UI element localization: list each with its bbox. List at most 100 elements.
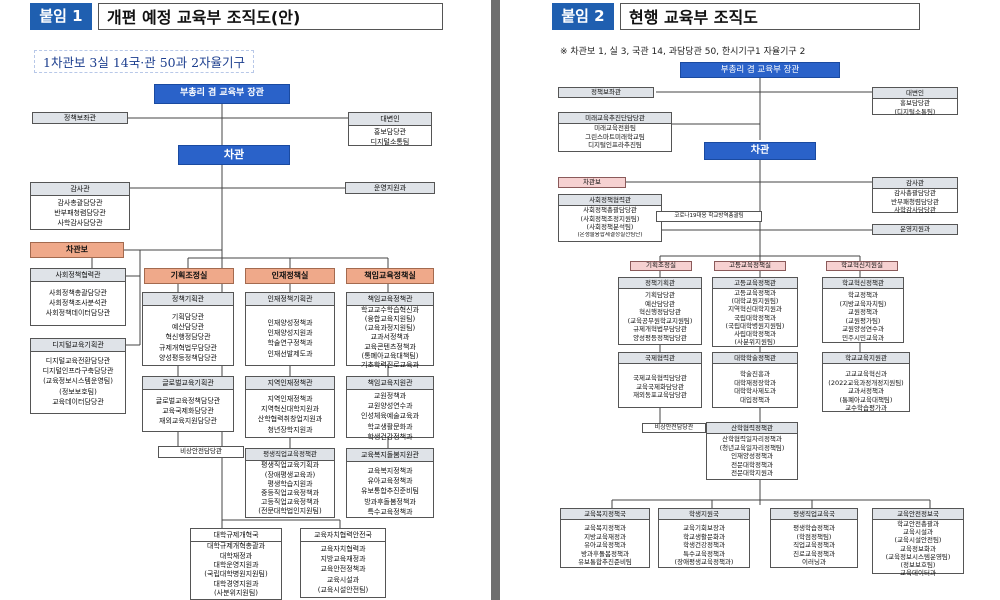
org-item: (정보보호팀) <box>59 387 97 396</box>
org-item: 교육국제화담당관 <box>162 407 214 416</box>
org-item: 특수교육정책과 <box>683 549 725 558</box>
education-welfare-bureau-box: 교육복지정책국 교육복지정책과 지방교육재정과 유아교육정책과 방과후돌봄정책과… <box>560 508 650 568</box>
emergency-safety-box: 비상안전담당관 <box>642 423 706 433</box>
org-item: 특수교육정책과 <box>367 507 413 516</box>
org-item: (학점정책팀) <box>796 532 832 541</box>
school-innovation-policy-box: 학교혁신정책관 학교정책과 (지방교육자치팀) 교원정책과 (교원평가팀) 교원… <box>822 277 904 343</box>
unit-title: 평생직업교육정책관 <box>246 449 334 462</box>
org-item: 혁신행정담당관 <box>639 308 681 317</box>
org-item: 고등교육정책과 <box>734 289 776 298</box>
policy-planning-box: 정책기획관 기획담당관 예산담당관 혁신행정담당관 규제개혁법무담당관 양성평등… <box>142 292 234 366</box>
org-item: (장애평생교육정책과) <box>674 558 734 567</box>
org-item: 디지털교육전환담당관 <box>45 357 111 366</box>
spokesperson-box: 대변인 홍보담당관 디지털소통팀 <box>348 112 432 146</box>
unit-title: 교육복지돌봄지원관 <box>347 449 433 463</box>
welfare-care-box: 교육복지돌봄지원관 교육복지정책과 유아교육정책과 유보통합추진준비팀 방과후돌… <box>346 448 434 518</box>
policy-aide-box: 정책보좌관 <box>32 112 128 124</box>
org-item: 평생학습지원과 <box>267 479 313 488</box>
social-policy-box: 사회정책협력관 사회정책총괄담당관 (사회정책조정지원팀) (사회정책분석팀) … <box>558 194 662 242</box>
org-item: (교육정보시스템운영팀) <box>885 552 951 561</box>
org-item: 홍보담당관 <box>373 128 407 137</box>
org-item: (사분위지원팀) <box>734 337 776 346</box>
org-item: (지방교육자치팀) <box>839 299 887 308</box>
org-item: 재외동포교육담당관 <box>633 391 687 400</box>
planning-office-box: 기획조정실 <box>144 268 234 284</box>
org-item: 진로교육정책과 <box>793 549 835 558</box>
org-item: 교육데이터담당관 <box>52 397 104 406</box>
org-item: 학교교수학습혁신과 <box>361 306 419 315</box>
org-item: 국립대학정책과 <box>734 313 776 322</box>
org-item: (교육시설안전팀) <box>317 585 369 594</box>
org-item: 학생건강정책과 <box>683 541 725 550</box>
org-item: 전문대학정책과 <box>731 460 773 469</box>
unit-title: 대학학술정책관 <box>713 353 797 365</box>
spokesperson-title: 대변인 <box>349 113 431 127</box>
org-item: 감사총괄담당관 <box>894 189 936 198</box>
org-item: 대입정책과 <box>740 395 770 404</box>
org-item: (교육정보시스템운영팀) <box>43 377 113 386</box>
org-item: 지방교육재정과 <box>584 532 626 541</box>
assistant-minister-label: 차관보 <box>65 245 89 255</box>
org-item: 기획담당관 <box>171 313 205 322</box>
org-summary: 1차관보 3실 14국·관 50과 2자율기구 <box>34 50 255 73</box>
policy-aide-label: 정책보좌관 <box>63 113 97 122</box>
org-item: 교원정책과 <box>373 392 407 401</box>
org-item: (2022교육과정개정지원팀) <box>828 378 904 387</box>
org-item: (교육시설안전팀) <box>894 536 942 545</box>
education-safety-info-bureau-box: 교육안전정보국 학교안전총괄과 교육시설과 (교육시설안전팀) 교육정보화과 (… <box>872 508 964 577</box>
org-item: 사회정책조사분석관 <box>49 299 107 308</box>
bureau-title: 교육자치협력안전국 <box>301 529 385 543</box>
org-item: 산학협력일자리정책과 <box>722 435 782 444</box>
page-title: 개편 예정 교육부 조직도(안) <box>98 3 443 30</box>
org-item: 중등직업교육정책과 <box>261 488 319 497</box>
policy-planning-box: 정책기획관 기획담당관 예산담당관 혁신행정담당관 (교육공무원학교지원팀) 규… <box>618 277 702 345</box>
assistant-minister-box: 차관보 <box>558 177 626 188</box>
talent-office-title: 인재정책실 <box>271 271 309 281</box>
org-item: 인재양성정책과 <box>731 452 773 461</box>
operations-center-box: 운영지원과 <box>345 182 435 194</box>
org-item: (교육공무원학교지원팀) <box>627 316 693 325</box>
audit-title: 감사관 <box>31 183 129 197</box>
org-item: 대학규제개혁총괄과 <box>207 542 265 551</box>
org-item: 인성체육예술교육과 <box>361 412 419 421</box>
org-item: 반부패청렴담당관 <box>891 197 939 206</box>
responsible-support-box: 책임교육지원관 교원정책과 교원양성연수과 인성체육예술교육과 학교생활문화과 … <box>346 376 434 441</box>
org-item: 교과서정책과 <box>848 387 884 396</box>
org-item: 대학재정장학과 <box>734 378 776 387</box>
org-item: 사학감사담당관 <box>57 219 103 228</box>
minister-box: 부총리 겸 교육부 장관 <box>154 84 290 104</box>
unit-title: 지역인재정책관 <box>246 377 334 391</box>
org-item: 직업교육정책과 <box>793 541 835 550</box>
policy-aide-box: 정책보좌관 <box>558 87 654 98</box>
org-item: 디지털인프라추진팀 <box>588 141 642 150</box>
org-item: 지역혁신대학지원과 <box>261 405 319 414</box>
org-item: 교육시설과 <box>903 528 933 537</box>
global-education-box: 글로벌교육기획관 글로벌교육정책담당관 교육국제화담당관 재외교육지원담당관 <box>142 376 234 432</box>
org-item: (장애평생교육과) <box>264 470 316 479</box>
org-item: 규제개혁법무담당관 <box>159 343 217 352</box>
org-item: 감사총괄담당관 <box>57 199 103 208</box>
org-item: 양성평등정책담당관 <box>159 353 217 362</box>
responsible-office-title: 책임교육정책실 <box>364 271 416 281</box>
lifelong-vocational-bureau-box: 평생직업교육국 평생학습정책과 (학점정책팀) 직업교육정책과 진로교육정책과 … <box>770 508 858 568</box>
org-item: 교육정보화과 <box>900 544 936 553</box>
org-item: 예산담당관 <box>645 299 675 308</box>
regional-talent-box: 지역인재정책관 지역인재정책과 지역혁신대학지원과 산학협력취창업지원과 청년장… <box>245 376 335 438</box>
org-item: 사회정책총괄담당관 <box>583 206 637 215</box>
social-policy-title: 사회정책협력관 <box>31 269 125 283</box>
org-item: 인재양성지원과 <box>267 329 313 338</box>
org-item: 미래교육전환팀 <box>594 124 636 133</box>
org-item: 국제교육협력담당관 <box>633 374 687 383</box>
school-innovation-office-title: 학교혁신지원실 <box>841 261 883 270</box>
digital-education-box: 디지털교육기획관 디지털교육전환담당관 디지털인프라구축담당관 (교육정보시스템… <box>30 338 126 414</box>
audit-box: 감사관 감사총괄담당관 반부패청렴담당관 사학감사담당관 <box>872 177 958 214</box>
assistant-minister-label: 차관보 <box>583 177 601 186</box>
org-item: 고등직업교육정책과 <box>261 497 319 506</box>
assistant-minister-box: 차관보 <box>30 242 124 258</box>
org-item: 혁신행정담당관 <box>165 333 211 342</box>
future-education-title: 미래교육추진단담당관 <box>559 113 671 125</box>
international-cooperation-box: 국제협력관 국제교육협력담당관 교육국제화담당관 재외동포교육담당관 <box>618 352 702 408</box>
org-item: 유아교육정책과 <box>367 477 413 486</box>
emergency-safety-box: 비상안전담당관 <box>158 446 244 458</box>
unit-title: 학교혁신정책관 <box>823 278 903 290</box>
